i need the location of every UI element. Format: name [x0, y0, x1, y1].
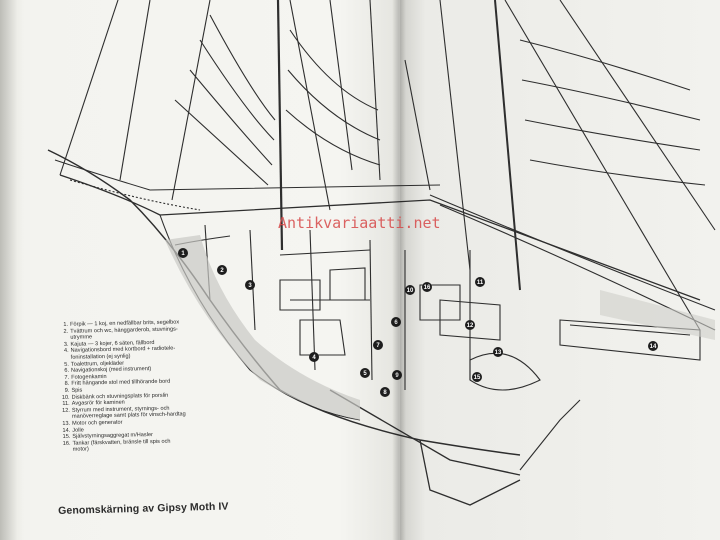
svg-text:15: 15	[474, 375, 481, 381]
callout-marker: 5	[360, 368, 370, 378]
book-gutter	[392, 0, 406, 540]
callout-marker: 6	[391, 317, 401, 327]
svg-text:3: 3	[248, 283, 252, 289]
callout-marker: 7	[373, 340, 383, 350]
callout-marker: 10	[405, 285, 415, 295]
svg-text:16: 16	[424, 285, 431, 291]
mainmast	[276, 0, 284, 251]
legend-item-text: Jolle	[72, 426, 84, 434]
dinghy-outline	[559, 319, 701, 361]
forestay-line	[59, 0, 119, 176]
page-edge-shadow	[0, 0, 18, 540]
mizzen-mast	[494, 0, 521, 291]
svg-text:1: 1	[181, 251, 185, 257]
svg-text:10: 10	[407, 288, 414, 294]
svg-text:2: 2	[220, 268, 224, 274]
callout-marker: 15	[472, 372, 482, 382]
svg-text:11: 11	[477, 280, 484, 286]
callout-marker: 1	[178, 248, 188, 258]
engine-outline	[469, 352, 541, 391]
svg-text:5: 5	[363, 371, 367, 377]
callout-marker: 12	[465, 320, 475, 330]
svg-text:9: 9	[395, 373, 399, 379]
svg-text:13: 13	[495, 350, 502, 356]
svg-text:8: 8	[383, 390, 387, 396]
legend-item-text: utrymme	[70, 334, 93, 341]
svg-text:4: 4	[312, 355, 316, 361]
right-page	[400, 0, 720, 540]
callout-marker: 4	[309, 352, 319, 362]
legend-item-text: Spis	[71, 387, 83, 394]
callout-marker: 13	[493, 347, 503, 357]
callout-marker: 11	[475, 277, 485, 287]
callout-marker: 9	[392, 370, 402, 380]
svg-text:7: 7	[376, 343, 380, 349]
callout-marker: 2	[217, 265, 227, 275]
svg-text:6: 6	[394, 320, 398, 326]
callout-marker: 14	[648, 341, 658, 351]
legend-item-text: Motor och generator	[72, 419, 123, 427]
callout-marker: 16	[422, 282, 432, 292]
svg-text:14: 14	[650, 344, 657, 350]
svg-text:12: 12	[467, 323, 474, 329]
legend-list: 1.Förpik — 1 koj, en nedfällbar brits, s…	[58, 318, 251, 454]
legend-item-text: Fritt hängande stol med tillhörande bord	[71, 379, 171, 388]
watermark: Antikvariaatti.net	[278, 214, 441, 232]
legend-item-text: motor)	[72, 446, 89, 454]
callout-marker: 8	[380, 387, 390, 397]
callout-marker: 3	[245, 280, 255, 290]
keel-outline	[419, 439, 521, 506]
legend-item-text: Navigationskoj (med instrument)	[70, 366, 152, 374]
